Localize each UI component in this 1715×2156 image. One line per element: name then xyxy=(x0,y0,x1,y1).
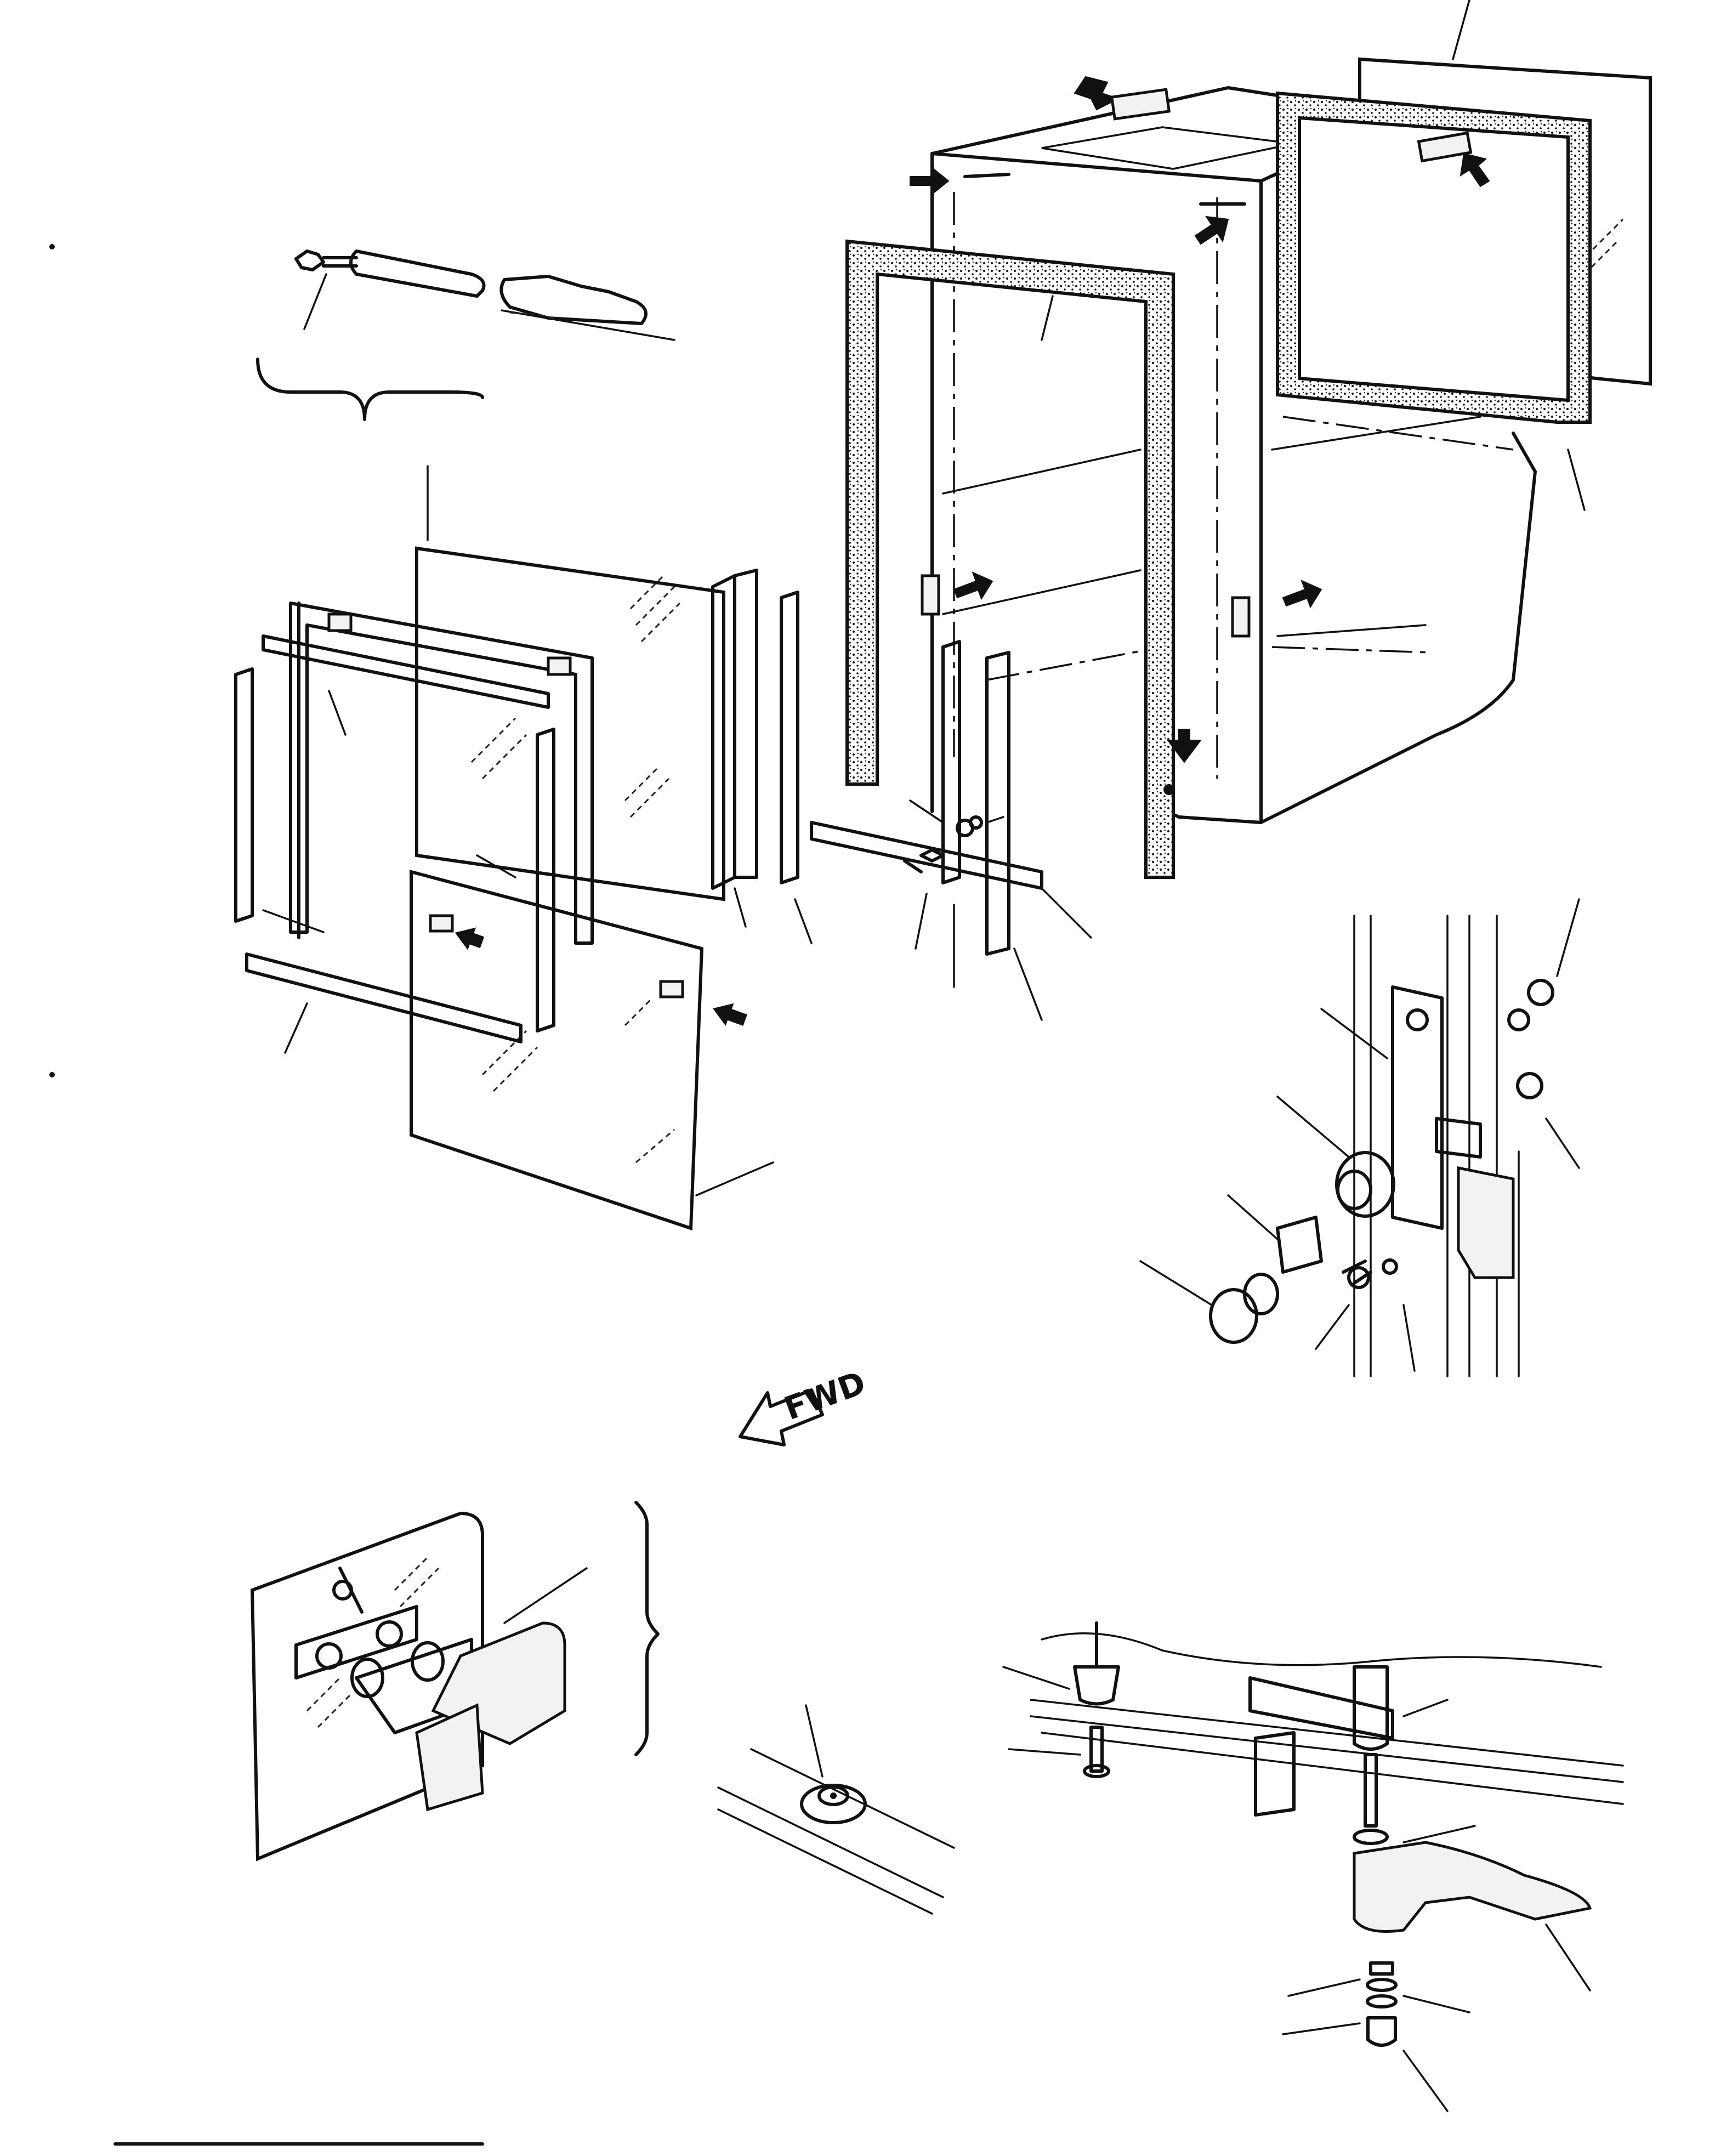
print-mark xyxy=(49,244,55,249)
cab-exploded-view xyxy=(845,0,1652,879)
window-catch-detail xyxy=(250,1501,660,1862)
hinge-pin-detail xyxy=(256,249,675,421)
side-window-panel-assembly xyxy=(234,465,1092,1231)
roof-latch-handle-detail xyxy=(1002,1621,1624,2112)
fwd-direction-arrow: FWD xyxy=(739,1364,871,1446)
print-mark xyxy=(49,1072,55,1077)
window-stop-bumper-detail xyxy=(717,1704,955,1915)
rear-window-latch-detail xyxy=(1139,898,1580,1377)
fwd-label: FWD xyxy=(780,1364,871,1427)
